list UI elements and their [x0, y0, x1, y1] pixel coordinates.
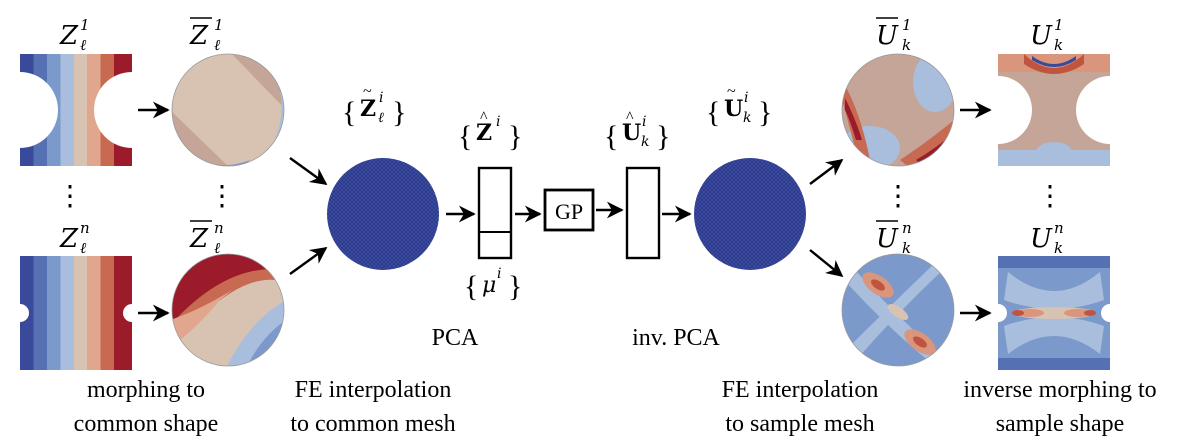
caption-fe1-line1: FE interpolation: [295, 377, 452, 403]
u-hat-symbol: U: [622, 120, 641, 146]
u-hat-close: }: [656, 120, 670, 153]
arrow-to-mesh-bottom: [289, 247, 328, 275]
input-shape-top: [20, 54, 132, 166]
output-top-sub: k: [1054, 36, 1063, 54]
output-morphed-bottom-sub: k: [902, 239, 911, 257]
caption-morph-line2: common shape: [74, 411, 219, 437]
output-morphed-field-bottom: [841, 253, 955, 367]
u-hat-open: {: [604, 120, 618, 153]
u-hat-sup: i: [642, 114, 646, 130]
morphed-top-sub: ℓ: [214, 36, 220, 54]
gp-label: GP: [555, 199, 583, 224]
u-hat-vector-box: [625, 166, 661, 260]
output-top-sup: 1: [1054, 16, 1064, 34]
caption-fe2-line1: FE interpolation: [722, 377, 879, 403]
input-top-sup: 1: [80, 16, 90, 34]
input-top-label: Z: [59, 21, 79, 51]
output-bottom-sup: n: [1054, 219, 1064, 237]
caption-fe2-line2: to sample mesh: [725, 411, 874, 437]
z-tilde-sub: ℓ: [378, 110, 384, 126]
u-tilde-close: }: [758, 96, 772, 129]
input-bottom-label: Z: [59, 224, 79, 254]
z-tilde-sup: i: [379, 90, 383, 106]
output-shape-bottom: [998, 256, 1110, 370]
output-morphed-top-sup: 1: [902, 16, 912, 34]
common-mesh: [327, 158, 439, 270]
z-hat-symbol: Z: [476, 120, 492, 146]
output-morphed-bottom-sup: n: [902, 219, 912, 237]
u-tilde-accent: ~: [727, 83, 736, 100]
caption-inv-morph-line2: sample shape: [996, 411, 1125, 437]
output-morphed-bottom-label: U: [876, 224, 899, 254]
input-shape-bottom: [20, 256, 132, 370]
output-bottom-label: U: [1030, 224, 1053, 254]
z-hat-sup: i: [496, 114, 500, 130]
z-hat-close: }: [508, 120, 522, 153]
u-hat-accent: ^: [626, 109, 634, 126]
caption-fe1-line2: to common mesh: [290, 411, 455, 437]
mu-open: {: [464, 270, 478, 303]
morphed-field-bottom: [171, 253, 285, 367]
arrow-to-output-top: [809, 158, 844, 185]
caption-inv-morph-line1: inverse morphing to: [963, 377, 1156, 403]
u-tilde-sup: i: [744, 90, 748, 106]
output-shape-top: [998, 54, 1110, 166]
inv-pca-caption: inv. PCA: [632, 325, 720, 351]
z-tilde-close: }: [392, 96, 406, 129]
u-tilde-open: {: [706, 96, 720, 129]
output-morphed-top-sub: k: [902, 36, 911, 54]
mu-close: }: [508, 270, 522, 303]
morphed-bottom-sup: n: [214, 219, 224, 237]
input-vdots: ⋮: [56, 181, 84, 212]
caption-morph-line1: morphing to: [87, 377, 205, 403]
morphed-top-sup: 1: [214, 16, 224, 34]
z-tilde-open: {: [342, 96, 356, 129]
mu-sup: i: [497, 266, 501, 282]
sample-mesh-common: [694, 158, 806, 270]
morphed-vdots: ⋮: [208, 181, 236, 212]
morphed-field-top: [171, 53, 285, 167]
z-hat-open: {: [458, 120, 472, 153]
output-morphed-field-top: [841, 53, 955, 167]
z-tilde-symbol: Z: [360, 96, 376, 122]
mu-symbol: μ: [482, 273, 496, 298]
z-hat-accent: ^: [480, 109, 488, 126]
input-bottom-sup: n: [80, 219, 90, 237]
output-morphed-top-label: U: [876, 21, 899, 51]
input-top-sub: ℓ: [80, 36, 86, 54]
u-tilde-symbol: U: [724, 96, 743, 122]
output-top-label: U: [1030, 21, 1053, 51]
output-morphed-vdots: ⋮: [884, 181, 912, 212]
morphed-bottom-sub: ℓ: [214, 239, 220, 257]
gp-box: [543, 188, 595, 232]
output-bottom-sub: k: [1054, 239, 1063, 257]
u-hat-sub: k: [641, 134, 649, 150]
input-bottom-sub: ℓ: [80, 239, 86, 257]
arrow-to-mesh-top: [289, 157, 328, 185]
pca-caption: PCA: [432, 325, 479, 351]
u-tilde-sub: k: [743, 110, 751, 126]
morphed-bottom-label: Z: [189, 224, 209, 254]
morphed-top-label: Z: [189, 21, 209, 51]
z-hat-vector-box: [477, 166, 513, 260]
output-vdots: ⋮: [1036, 181, 1064, 212]
arrow-to-output-bottom: [809, 249, 844, 278]
z-tilde-accent: ~: [363, 83, 372, 100]
